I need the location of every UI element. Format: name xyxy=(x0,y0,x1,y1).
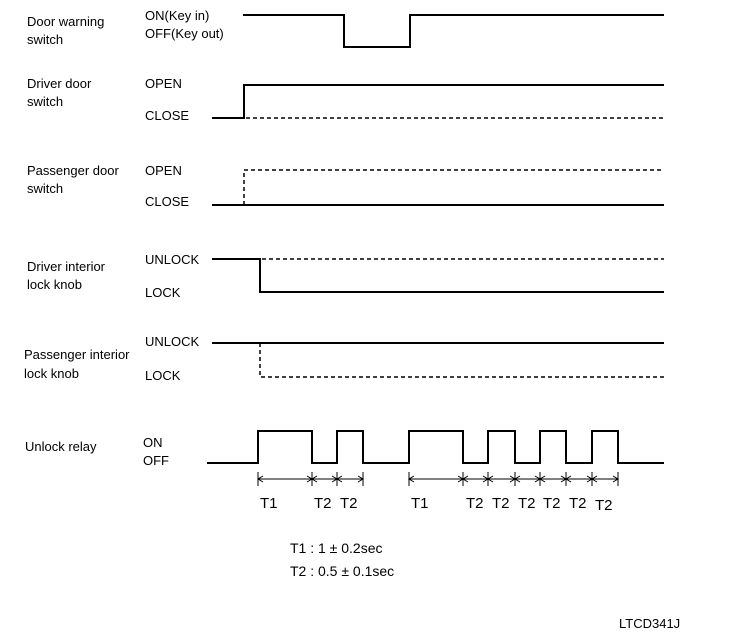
row-label-line2: lock knob xyxy=(27,277,82,292)
state-high-label: ON xyxy=(143,435,163,450)
timing-label: T2 xyxy=(569,495,587,512)
timing-dimensions: T1 T2 T2 T1 T2 T2 T2 T2 T2 T2 xyxy=(257,472,619,514)
signal-door-warning xyxy=(243,14,664,48)
timing-label: T2 xyxy=(595,497,613,514)
row-label-line2: switch xyxy=(27,181,63,196)
row-label-line2: lock knob xyxy=(24,366,79,381)
signal-driver-door xyxy=(212,84,664,119)
timing-label: T2 xyxy=(518,495,536,512)
state-low-label: CLOSE xyxy=(145,108,189,123)
row-driver-door-switch: Driver door switch OPEN CLOSE xyxy=(27,76,664,123)
note-t2: T2 : 0.5 ± 0.1sec xyxy=(290,563,394,579)
state-low-label: LOCK xyxy=(145,368,181,383)
state-low-label: OFF xyxy=(143,453,169,468)
state-high-label: ON(Key in) xyxy=(145,8,209,23)
timing-label: T2 xyxy=(314,495,332,512)
figure-code: LTCD341J xyxy=(619,616,680,631)
row-label-line1: Passenger door xyxy=(27,163,119,178)
state-high-label: UNLOCK xyxy=(145,334,200,349)
state-high-label: OPEN xyxy=(145,76,182,91)
timing-label: T2 xyxy=(466,495,484,512)
arrowheads xyxy=(591,475,619,483)
signal-passenger-lock-knob-dashed xyxy=(259,343,664,378)
state-low-label: LOCK xyxy=(145,285,181,300)
signal-unlock-relay xyxy=(207,430,664,464)
row-passenger-door-switch: Passenger door switch OPEN CLOSE xyxy=(27,163,664,209)
timing-label: T2 xyxy=(492,495,510,512)
state-low-label: CLOSE xyxy=(145,194,189,209)
timing-label: T1 xyxy=(260,495,278,512)
signal-driver-lock-knob xyxy=(212,258,664,293)
row-door-warning-switch: Door warning switch ON(Key in) OFF(Key o… xyxy=(27,8,664,48)
state-low-label: OFF(Key out) xyxy=(145,26,224,41)
row-driver-interior-lock-knob: Driver interior lock knob UNLOCK LOCK xyxy=(27,252,664,300)
state-high-label: UNLOCK xyxy=(145,252,200,267)
row-unlock-relay: Unlock relay ON OFF xyxy=(25,430,664,468)
row-label-line1: Door warning xyxy=(27,14,104,29)
timing-label: T2 xyxy=(340,495,358,512)
row-label-line1: Driver door xyxy=(27,76,92,91)
arrowheads xyxy=(336,475,364,483)
row-label-line2: switch xyxy=(27,94,63,109)
row-label-line1: Passenger interior xyxy=(24,347,130,362)
state-high-label: OPEN xyxy=(145,163,182,178)
timing-label: T2 xyxy=(543,495,561,512)
timing-label: T1 xyxy=(411,495,429,512)
row-label-line1: Driver interior xyxy=(27,259,106,274)
row-label-line1: Unlock relay xyxy=(25,439,97,454)
row-passenger-interior-lock-knob: Passenger interior lock knob UNLOCK LOCK xyxy=(24,334,664,383)
row-label-line2: switch xyxy=(27,32,63,47)
note-t1: T1 : 1 ± 0.2sec xyxy=(290,540,383,556)
signal-passenger-door-dashed xyxy=(243,169,664,205)
